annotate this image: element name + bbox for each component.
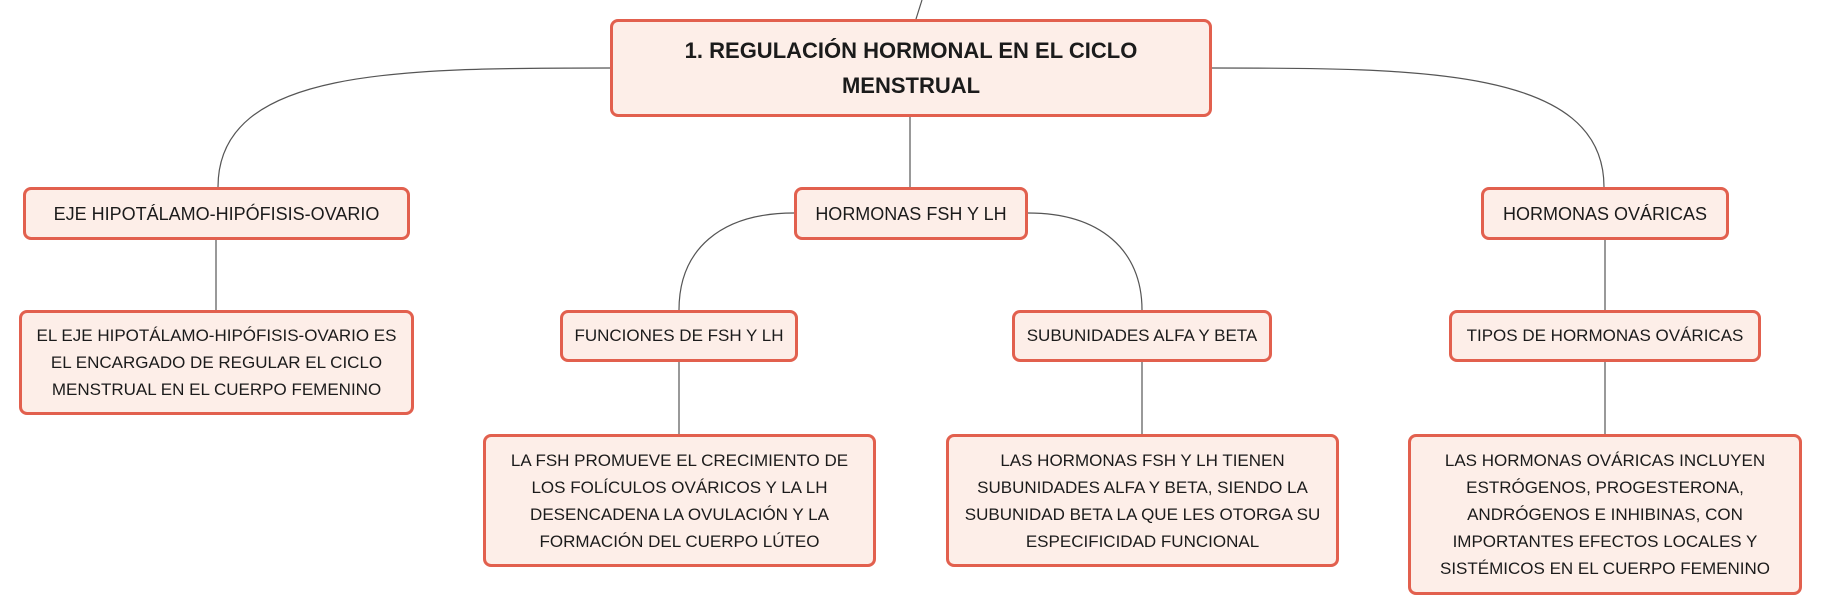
note-text: EL EJE HIPOTÁLAMO-HIPÓFISIS-OVARIO ES EL… [36, 326, 397, 399]
note-text: LA FSH PROMUEVE EL CRECIMIENTO DE LOS FO… [510, 450, 849, 551]
topic-hormonas-ovaricas[interactable]: HORMONAS OVÁRICAS [1481, 187, 1729, 240]
note-subunidades[interactable]: LAS HORMONAS FSH Y LH TIENEN SUBUNIDADES… [946, 434, 1339, 567]
topic-label: HORMONAS FSH Y LH [815, 203, 1007, 224]
connector-line [1211, 67, 1605, 188]
note-funciones-fsh-lh[interactable]: LA FSH PROMUEVE EL CRECIMIENTO DE LOS FO… [483, 434, 876, 567]
topic-hormonas-fsh-lh[interactable]: HORMONAS FSH Y LH [794, 187, 1028, 240]
note-tipos-hormonas[interactable]: LAS HORMONAS OVÁRICAS INCLUYEN ESTRÓGENO… [1408, 434, 1802, 595]
connector-line [1027, 212, 1143, 311]
subtopic-subunidades[interactable]: SUBUNIDADES ALFA Y BETA [1012, 310, 1272, 362]
topic-eje-hipotalamo[interactable]: EJE HIPOTÁLAMO-HIPÓFISIS-OVARIO [23, 187, 410, 240]
subtopic-label: SUBUNIDADES ALFA Y BETA [1026, 326, 1258, 345]
subtopic-label: TIPOS DE HORMONAS OVÁRICAS [1466, 326, 1744, 345]
note-eje-hipotalamo[interactable]: EL EJE HIPOTÁLAMO-HIPÓFISIS-OVARIO ES EL… [19, 310, 414, 415]
note-text: LAS HORMONAS OVÁRICAS INCLUYEN ESTRÓGENO… [1440, 451, 1770, 578]
note-text: LAS HORMONAS FSH Y LH TIENEN SUBUNIDADES… [964, 450, 1321, 551]
root-topic[interactable]: 1. REGULACIÓN HORMONAL EN EL CICLO MENST… [610, 19, 1212, 117]
connector-line [217, 67, 611, 188]
topic-label: HORMONAS OVÁRICAS [1502, 203, 1708, 224]
connector-line [678, 212, 795, 311]
topic-label: EJE HIPOTÁLAMO-HIPÓFISIS-OVARIO [53, 203, 380, 224]
subtopic-label: FUNCIONES DE FSH Y LH [574, 326, 784, 345]
connector-line [915, 0, 923, 20]
subtopic-tipos-hormonas[interactable]: TIPOS DE HORMONAS OVÁRICAS [1449, 310, 1761, 362]
subtopic-funciones-fsh-lh[interactable]: FUNCIONES DE FSH Y LH [560, 310, 798, 362]
root-topic-label: 1. REGULACIÓN HORMONAL EN EL CICLO MENST… [684, 38, 1138, 98]
